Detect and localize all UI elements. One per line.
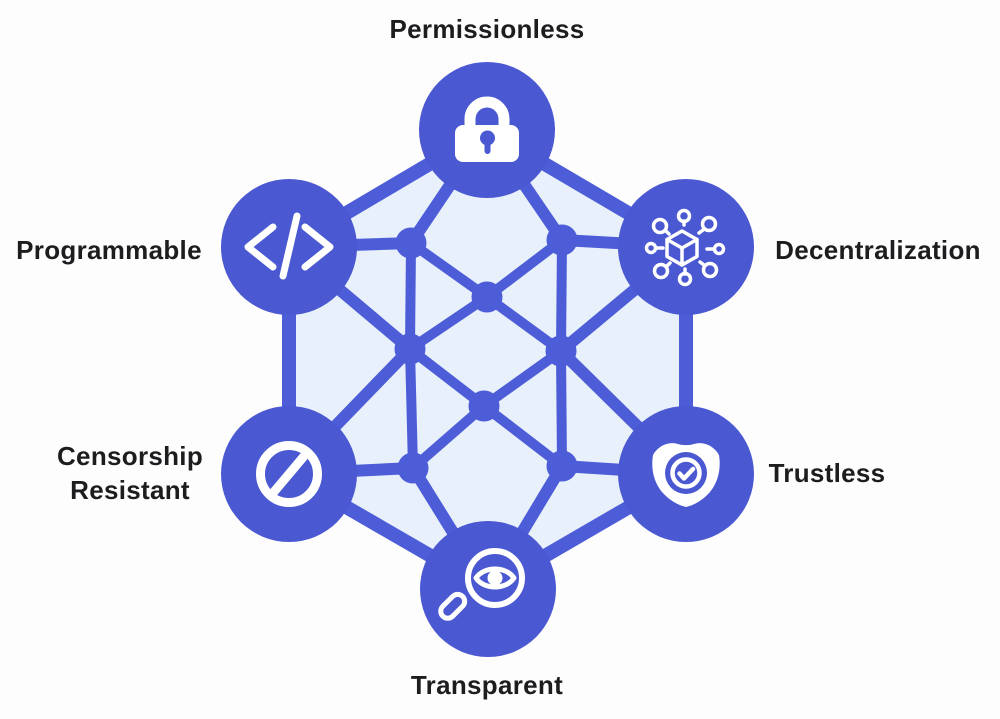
mesh-nodes	[394, 224, 578, 484]
code-icon	[244, 212, 334, 280]
label-programmable: Programmable	[16, 235, 202, 266]
lock-icon	[455, 96, 519, 162]
prohibition-icon	[256, 441, 322, 507]
label-censorship-resistant: Censorship Resistant	[56, 441, 204, 505]
magnifier-eye-icon	[438, 548, 525, 621]
label-permissionless: Permissionless	[389, 14, 585, 45]
label-transparent: Transparent	[410, 670, 564, 701]
node-circle-transparent	[420, 521, 556, 657]
shield-check-icon	[652, 443, 720, 507]
decentralized-network-icon	[644, 208, 726, 287]
label-decentralization: Decentralization	[775, 235, 981, 266]
hexagon-background	[289, 130, 686, 589]
label-trustless: Trustless	[768, 458, 886, 489]
